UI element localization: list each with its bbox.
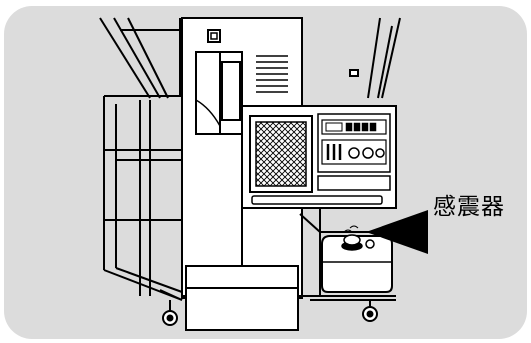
sensor-label: 感震器 bbox=[433, 196, 505, 219]
left-scaffold bbox=[104, 96, 182, 300]
seismic-sensor-icon bbox=[342, 226, 362, 250]
hopper bbox=[196, 52, 242, 134]
upper-frame-left bbox=[100, 18, 180, 98]
control-cabinet bbox=[242, 106, 396, 208]
vent-grille bbox=[256, 56, 288, 92]
front-box bbox=[186, 266, 298, 330]
upper-frame-right bbox=[300, 18, 400, 98]
